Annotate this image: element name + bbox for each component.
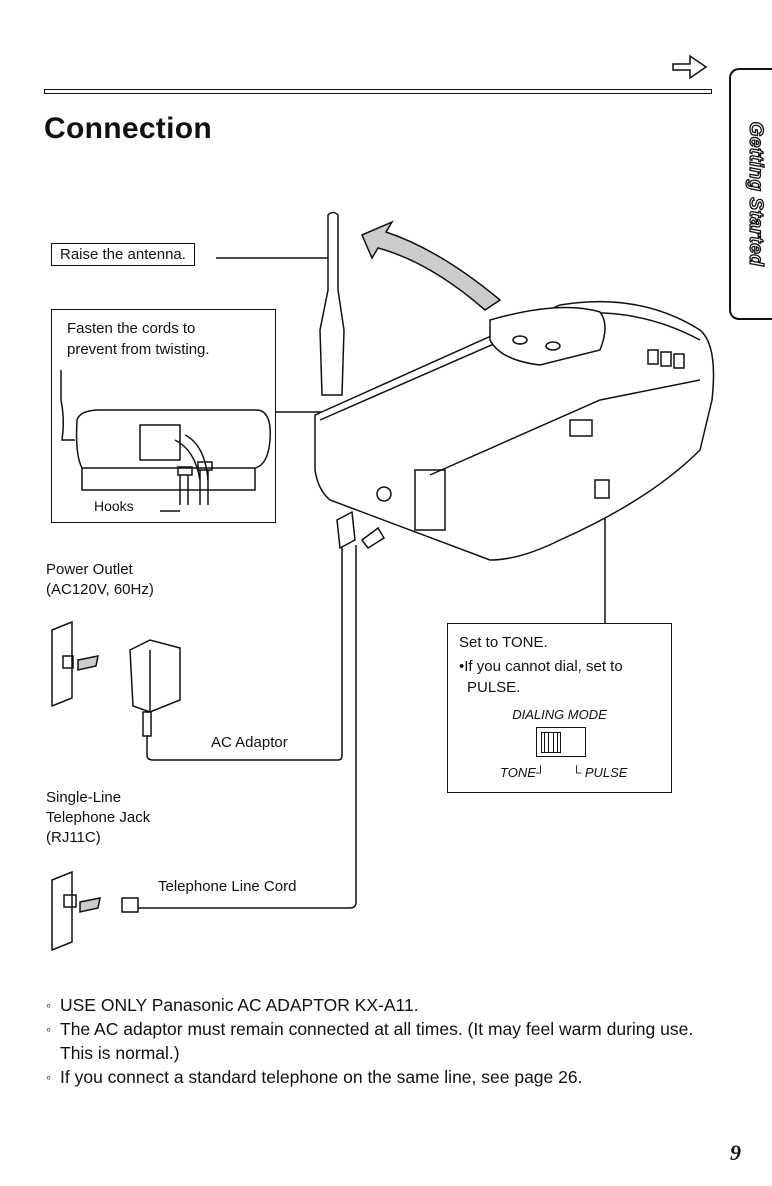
hooks-label: Hooks xyxy=(94,498,134,514)
tone-label: TONE┘ xyxy=(500,765,546,780)
section-tab: Getting Started xyxy=(729,68,772,320)
fasten-cords-text: Fasten the cords to prevent from twistin… xyxy=(67,320,210,358)
note-item: The AC adaptor must remain connected at … xyxy=(46,1017,720,1065)
raise-arrow-icon xyxy=(361,220,502,311)
ac-adaptor xyxy=(129,510,356,761)
telephone-jack xyxy=(51,526,386,952)
switch-knob xyxy=(541,732,561,753)
telephone-line-cord-label: Telephone Line Cord xyxy=(158,878,297,895)
cord-hooks-illustration xyxy=(60,370,271,512)
dialing-mode-label: DIALING MODE xyxy=(512,707,607,722)
base-unit xyxy=(314,300,715,561)
page-number: 9 xyxy=(730,1140,741,1165)
dialing-mode-instruction: Set to TONE. xyxy=(459,634,548,651)
section-tab-label: Getting Started xyxy=(744,121,766,267)
antenna xyxy=(319,211,345,396)
dialing-mode-note: •If you cannot dial, set to PULSE. xyxy=(459,658,623,696)
power-outlet xyxy=(51,620,99,708)
power-outlet-label: Power Outlet (AC120V, 60Hz) xyxy=(46,561,154,598)
note-item: USE ONLY Panasonic AC ADAPTOR KX-A11. xyxy=(46,993,746,1017)
note-item: If you connect a standard telephone on t… xyxy=(46,1065,746,1089)
dialing-mode-switch xyxy=(536,727,586,757)
pulse-label: └ PULSE xyxy=(572,765,628,780)
page-title: Connection xyxy=(44,112,212,145)
raise-antenna-callout: Raise the antenna. xyxy=(51,243,195,266)
dialing-mode-callout: Set to TONE. •If you cannot dial, set to… xyxy=(447,623,672,793)
ac-adaptor-label: AC Adaptor xyxy=(211,734,288,751)
notes-list: USE ONLY Panasonic AC ADAPTOR KX-A11. Th… xyxy=(46,993,746,1089)
right-arrow-icon xyxy=(672,54,708,80)
fasten-cords-callout: Fasten the cords to prevent from twistin… xyxy=(51,309,276,523)
telephone-jack-label: Single-Line Telephone Jack (RJ11C) xyxy=(46,789,151,846)
header-rule xyxy=(44,89,712,94)
